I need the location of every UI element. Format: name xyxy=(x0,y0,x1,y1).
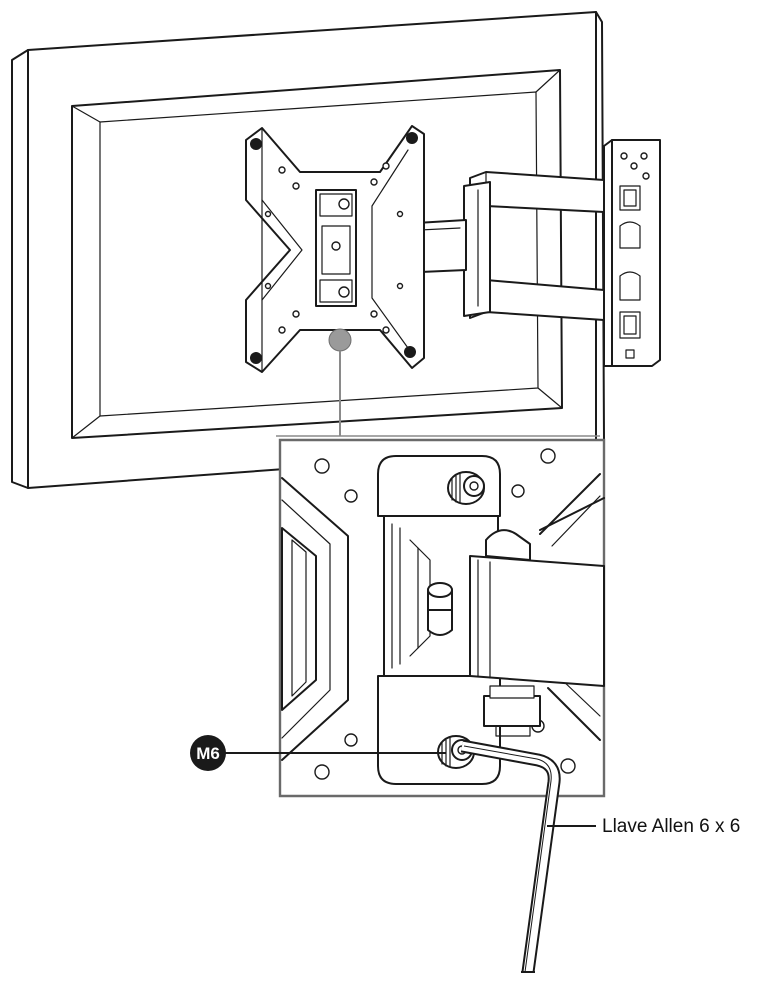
top-screw xyxy=(447,471,485,505)
detail-view xyxy=(276,435,606,798)
allen-key-label: Llave Allen 6 x 6 xyxy=(602,816,740,837)
allen-key-icon xyxy=(460,739,561,973)
wall-plate xyxy=(603,139,661,367)
allen-key-callout: Llave Allen 6 x 6 xyxy=(547,816,740,837)
m6-callout: M6 xyxy=(190,735,446,771)
m6-badge-label: M6 xyxy=(196,744,220,763)
vesa-plate xyxy=(245,125,425,373)
detail-callout-marker xyxy=(328,328,352,436)
m6-badge xyxy=(190,735,226,771)
